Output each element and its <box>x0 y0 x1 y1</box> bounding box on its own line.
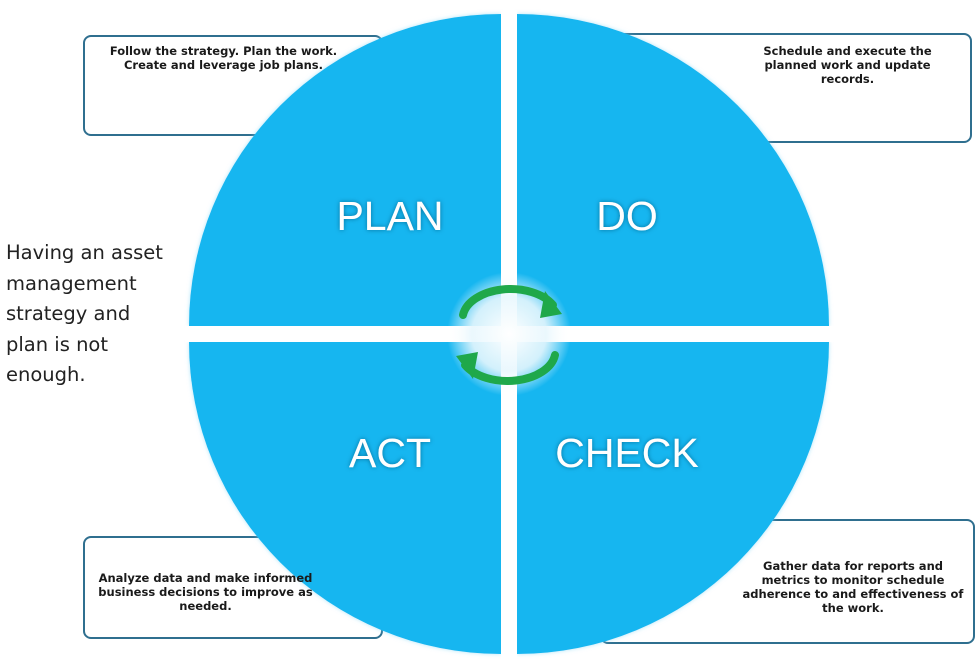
plan-quadrant <box>189 14 501 326</box>
check-quadrant <box>517 342 829 654</box>
plan-label: PLAN <box>336 193 443 239</box>
do-description: Schedule and execute the planned work an… <box>763 44 932 86</box>
act-description: Analyze data and make informed business … <box>98 571 313 613</box>
plan-description: Follow the strategy. Plan the work. Crea… <box>109 44 338 72</box>
side-note-text: Having an asset management strategy and … <box>6 241 163 386</box>
act-label: ACT <box>349 430 431 476</box>
act-quadrant <box>189 342 501 654</box>
do-label: DO <box>596 193 658 239</box>
do-quadrant <box>517 14 829 326</box>
cycle-arrows-icon <box>456 285 562 385</box>
check-label: CHECK <box>555 430 699 476</box>
center-glow <box>447 272 571 396</box>
check-description: Gather data for reports and metrics to m… <box>742 559 964 615</box>
